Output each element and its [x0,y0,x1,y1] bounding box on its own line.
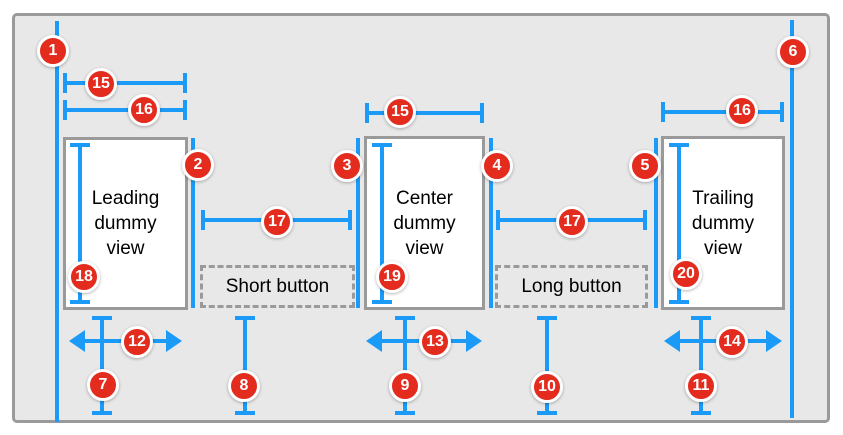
short-button[interactable]: Short button [200,265,355,308]
marker-10: 10 [531,371,563,403]
height-bar-20 [669,143,689,304]
marker-19: 19 [376,261,408,293]
marker-5: 5 [629,150,661,182]
width-bar-16-right [661,102,784,122]
marker-13: 13 [419,326,451,358]
trailing-dummy-view: Trailing dummy view [661,136,785,310]
marker-17-right: 17 [556,206,588,238]
marker-2: 2 [182,149,214,181]
leading-view-trailing-edge-line [191,138,195,308]
bottom-bar-9 [395,316,415,415]
marker-16-right: 16 [726,95,758,127]
marker-7: 7 [87,369,119,401]
bottom-bar-10 [537,316,557,415]
marker-4: 4 [481,150,513,182]
marker-20: 20 [670,258,702,290]
superview-leading-edge-line [55,21,59,422]
width-bar-15-center [365,103,484,123]
marker-6: 6 [777,36,809,68]
superview-trailing-edge-line [790,20,794,418]
marker-17-left: 17 [261,206,293,238]
marker-12: 12 [121,326,153,358]
height-bar-18 [70,143,90,304]
marker-16-left: 16 [128,94,160,126]
marker-3: 3 [331,150,363,182]
marker-14: 14 [716,326,748,358]
marker-9: 9 [389,370,421,402]
trailing-view-leading-edge-line [654,138,658,308]
height-bar-19 [372,143,392,304]
marker-8: 8 [228,370,260,402]
bottom-bar-8 [235,316,255,415]
width-bar-16-left [63,100,187,120]
center-view-trailing-edge-line [489,138,493,308]
marker-15-left: 15 [85,68,117,100]
center-view-leading-edge-line [356,138,360,308]
marker-11: 11 [685,370,717,402]
width-bar-15-left [63,73,187,93]
bottom-bar-7 [92,316,112,415]
marker-18: 18 [68,261,100,293]
marker-15-center: 15 [384,96,416,128]
bottom-bar-11 [691,316,711,415]
long-button[interactable]: Long button [495,265,648,308]
marker-1: 1 [37,35,69,67]
